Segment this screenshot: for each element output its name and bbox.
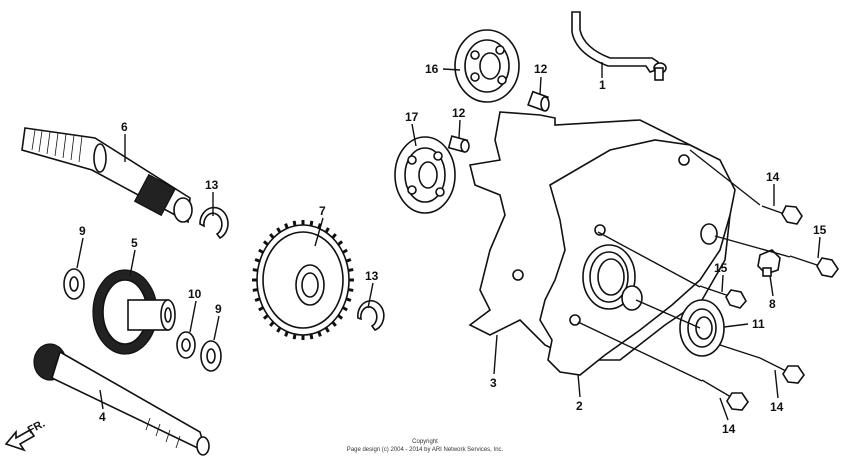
label-8: 8 xyxy=(769,297,776,311)
gear-tooth xyxy=(258,248,264,254)
front-direction-label: FR. xyxy=(26,418,47,437)
label-15-upper: 15 xyxy=(813,223,827,237)
label-9-right: 9 xyxy=(215,302,222,316)
leader-lines xyxy=(76,62,821,421)
gear-tooth xyxy=(337,314,344,320)
gear-tooth xyxy=(317,223,322,229)
bolt-14-upper-part[interactable] xyxy=(761,205,803,225)
gear-tooth xyxy=(284,223,289,229)
oil-seal-part[interactable] xyxy=(679,299,725,357)
gear-tooth xyxy=(331,321,337,327)
gear-tooth xyxy=(284,331,289,337)
label-14-upper: 14 xyxy=(766,170,780,184)
gear-tooth xyxy=(348,288,354,292)
gear-tooth xyxy=(276,227,282,234)
gear-tooth xyxy=(262,240,269,246)
washer-left-part[interactable] xyxy=(63,268,85,300)
front-arrow-icon xyxy=(4,428,36,452)
bearing-16-part[interactable] xyxy=(454,29,520,103)
label-13-upper: 13 xyxy=(205,178,219,192)
gear-tooth xyxy=(269,321,275,327)
front-direction-indicator: FR. xyxy=(4,418,47,452)
gear-tooth xyxy=(348,268,354,272)
bolt-15-upper-part[interactable] xyxy=(789,255,839,278)
circlip-upper-part[interactable] xyxy=(199,206,229,240)
label-7: 7 xyxy=(319,204,326,218)
final-shaft-part[interactable] xyxy=(33,343,210,456)
large-gear-teeth xyxy=(252,220,354,340)
gear-tooth xyxy=(337,240,344,246)
gear-tooth xyxy=(276,326,282,333)
label-15-lower: 15 xyxy=(714,261,728,275)
gear-tooth xyxy=(292,220,297,227)
gear-tooth xyxy=(342,248,348,254)
label-13-lower: 13 xyxy=(365,269,379,283)
bolt-8-part[interactable] xyxy=(757,249,781,277)
gear-tooth xyxy=(292,333,297,340)
gear-tooth xyxy=(331,233,337,239)
bolt-15-lower-part[interactable] xyxy=(699,285,747,309)
callout-labels: 1 2 3 4 5 6 7 8 9 9 10 11 12 12 13 13 14… xyxy=(79,62,827,436)
main-shaft-part[interactable] xyxy=(21,127,193,224)
label-9-left: 9 xyxy=(79,224,86,238)
copyright-footer: Copyright Page design (c) 2004 - 2014 by… xyxy=(347,439,504,453)
circlip-lower-part[interactable] xyxy=(357,300,385,331)
gear-tooth xyxy=(252,288,258,292)
label-11: 11 xyxy=(752,317,765,331)
copyright-line-1: Copyright xyxy=(412,439,438,445)
gear-tooth xyxy=(269,233,275,239)
breather-tube-part[interactable] xyxy=(571,11,667,81)
gear-tooth xyxy=(309,220,314,227)
label-2: 2 xyxy=(576,399,583,413)
label-3: 3 xyxy=(490,376,497,390)
gear-tooth xyxy=(309,333,314,340)
dowel-pin-lower-part[interactable] xyxy=(447,135,470,153)
gear-tooth xyxy=(252,268,258,272)
bearing-17-part[interactable] xyxy=(394,136,456,214)
label-16: 16 xyxy=(425,62,439,76)
bolt-14-right-part[interactable] xyxy=(759,357,805,384)
large-gear-part[interactable] xyxy=(256,224,350,336)
gear-tooth xyxy=(324,326,330,333)
transmission-case-part[interactable] xyxy=(512,139,736,376)
gear-tooth xyxy=(262,314,269,320)
gear-tooth xyxy=(254,297,261,302)
gear-tooth xyxy=(258,306,264,312)
label-12-upper: 12 xyxy=(534,62,548,76)
label-10: 10 xyxy=(188,287,202,301)
gear-tooth xyxy=(345,297,352,302)
copyright-line-2: Page design (c) 2004 - 2014 by ARI Netwo… xyxy=(347,447,504,453)
label-17: 17 xyxy=(405,110,419,124)
label-4: 4 xyxy=(99,410,106,424)
washer-10-part[interactable] xyxy=(176,331,196,359)
label-1: 1 xyxy=(599,78,606,92)
label-5: 5 xyxy=(131,236,138,250)
label-14-lower: 14 xyxy=(722,422,736,436)
label-14-right: 14 xyxy=(770,400,784,414)
countershaft-gear-part[interactable] xyxy=(92,269,176,355)
label-6: 6 xyxy=(121,120,128,134)
gear-tooth xyxy=(324,227,330,234)
bolt-14-lower-part[interactable] xyxy=(701,379,749,411)
gear-tooth xyxy=(345,258,352,263)
gear-tooth xyxy=(342,306,348,312)
dowel-pin-upper-part[interactable] xyxy=(527,90,550,112)
label-12-lower: 12 xyxy=(452,106,466,120)
washer-right-part[interactable] xyxy=(200,340,222,372)
gear-tooth xyxy=(317,331,322,337)
gear-tooth xyxy=(254,258,261,263)
